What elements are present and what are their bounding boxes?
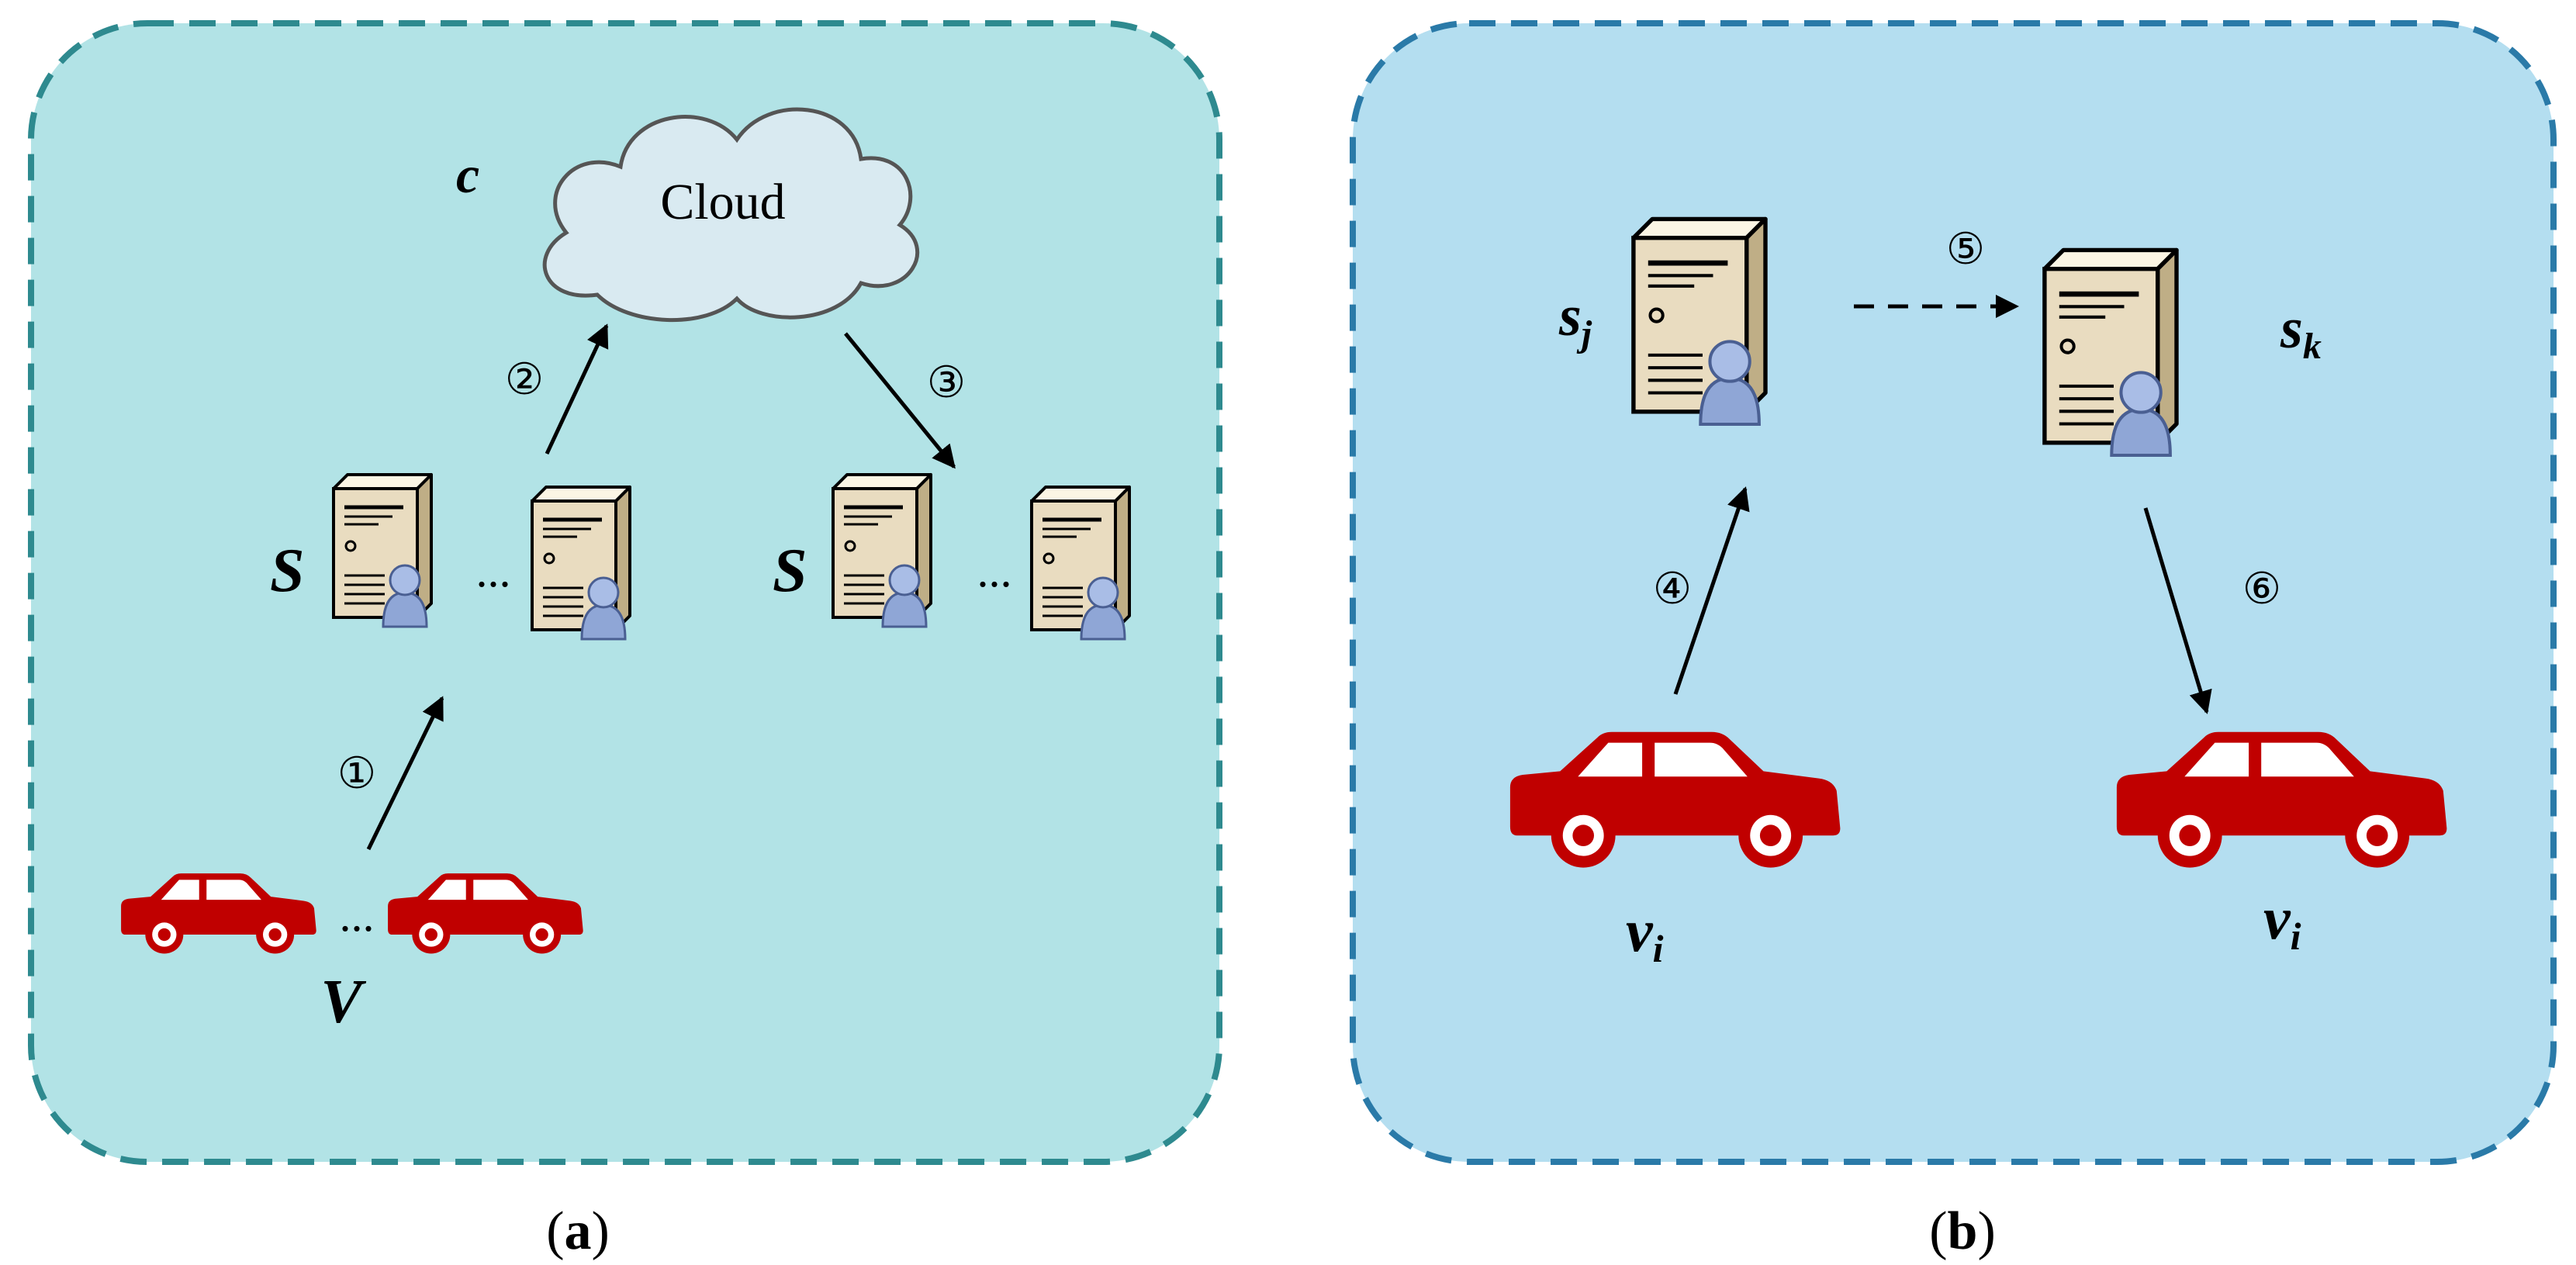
- vehicle-left-label: vi: [1626, 897, 1664, 970]
- ellipsis-vehicles: ...: [340, 890, 375, 941]
- cloud-variable: c: [456, 145, 479, 204]
- caption-b: (b): [1929, 1201, 1996, 1261]
- arrow-server-to-cloud: [545, 323, 609, 455]
- server-k-label: sk: [2280, 297, 2322, 367]
- server-user-icon: [1634, 219, 1765, 424]
- server-j-label: sj: [1558, 285, 1592, 354]
- server-user-icon: [532, 487, 630, 639]
- arrow-cloud-to-servers: [844, 332, 956, 469]
- server-user-icon: [833, 475, 931, 627]
- server-set-left-label: S: [270, 537, 305, 605]
- server-user-icon: [334, 475, 431, 627]
- server-set-right-label: S: [773, 537, 807, 605]
- step-2-label: ②: [505, 356, 544, 404]
- step-3-label: ③: [927, 359, 966, 407]
- panel-a: Cloud c ② ③ S ... S ... ① ... V (a): [28, 20, 1222, 1261]
- cloud-icon: [542, 107, 920, 323]
- step-1-label: ①: [337, 750, 376, 798]
- arrow-vehicle-to-server-j: [1673, 486, 1750, 695]
- panel-b: sj sk ⑤ ④ ⑥ vi vi (b): [1350, 20, 2557, 1261]
- ellipsis-servers-right: ...: [977, 545, 1012, 596]
- vehicle-set-label: V: [320, 968, 366, 1036]
- vehicle-right-label: vi: [2263, 884, 2301, 958]
- server-user-icon: [2045, 250, 2177, 455]
- ellipsis-servers-left: ...: [476, 545, 511, 596]
- cloud-label: Cloud: [660, 174, 785, 230]
- step-4-label: ④: [1653, 565, 1692, 613]
- step-6-label: ⑥: [2242, 565, 2281, 613]
- arrow-server-k-to-vehicle: [2143, 507, 2212, 714]
- step-5-label: ⑤: [1946, 226, 1985, 274]
- server-user-icon: [1032, 487, 1129, 639]
- panel-b-background: [1350, 20, 2557, 1165]
- caption-a: (a): [546, 1201, 610, 1261]
- arrow-vehicles-to-servers: [366, 696, 444, 851]
